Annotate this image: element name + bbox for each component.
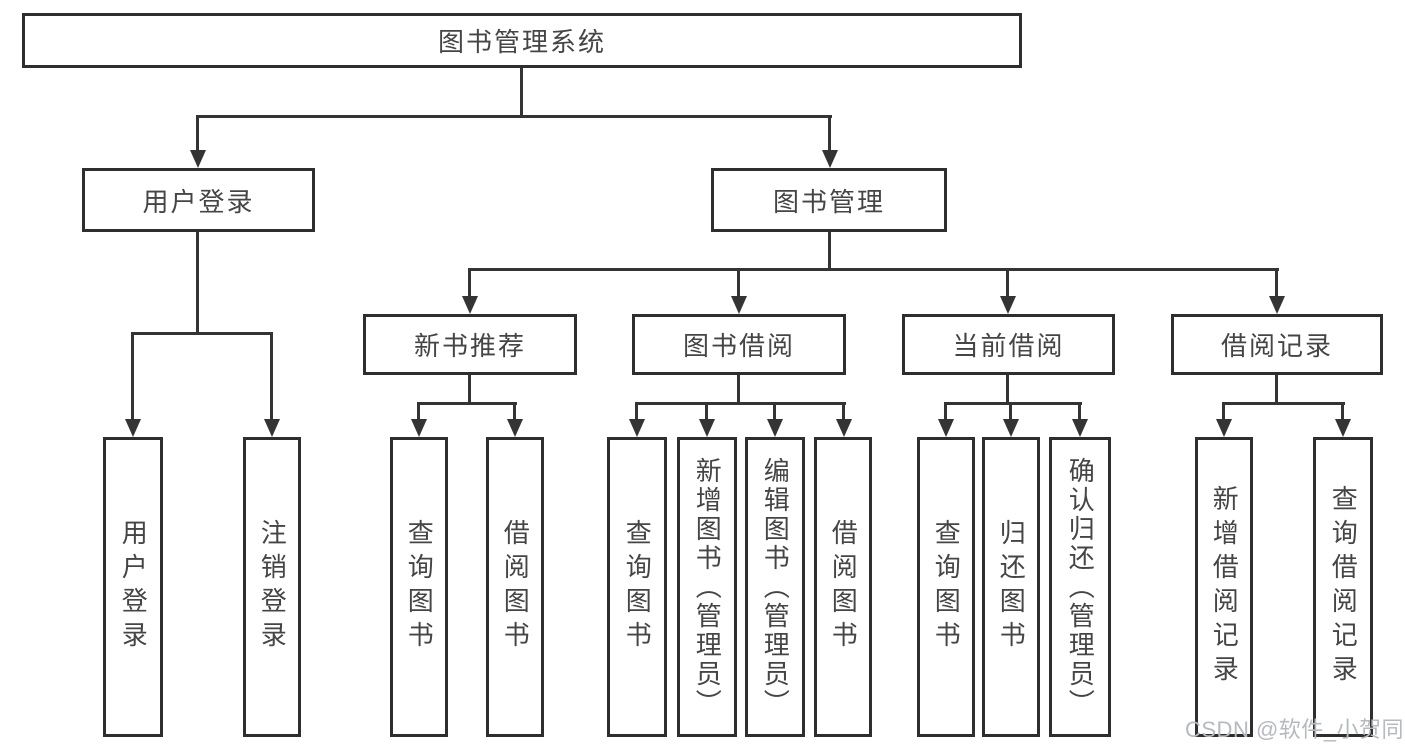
arrowhead-to-confirm-return	[1072, 419, 1088, 437]
leaf-return-book: 归还图书	[982, 437, 1040, 737]
leaf-edit-book-admin: 编辑图书（管理员）	[745, 437, 805, 737]
leaf-add-book-admin: 新增图书（管理员）	[677, 437, 737, 737]
node-library-management-system-label: 图书管理系统	[437, 27, 606, 57]
leaf-query-books-1: 查询图书	[390, 437, 448, 737]
node-new-book-recommend: 新书推荐	[363, 314, 577, 375]
leaf-query-books-1-label: 查询图书	[404, 519, 435, 655]
arrowhead-to-book-management	[822, 150, 838, 168]
node-borrow-records-label: 借阅记录	[1220, 331, 1333, 361]
leaf-borrow-books-2: 借阅图书	[814, 437, 872, 737]
connector-book-management-stem	[828, 232, 831, 270]
arrowhead-to-edit-book	[767, 419, 783, 437]
connector-stub-logout-leaf	[270, 332, 273, 419]
leaf-confirm-return-admin-label: 确认归还（管理员）	[1065, 456, 1096, 718]
leaf-user-login: 用户登录	[103, 437, 163, 737]
connector-stub-user-login-leaf	[131, 332, 134, 419]
arrowhead-to-query-books-3	[938, 419, 954, 437]
connector-stub-book-management	[828, 115, 831, 150]
node-borrow-records: 借阅记录	[1171, 314, 1383, 375]
connector-stub-current-borrow	[1006, 268, 1009, 296]
connector-borrow-records-stem	[1275, 375, 1278, 405]
leaf-query-books-2: 查询图书	[607, 437, 667, 737]
node-current-borrow-label: 当前借阅	[952, 331, 1065, 361]
leaf-add-borrow-record: 新增借阅记录	[1195, 437, 1253, 737]
arrowhead-to-add-book	[699, 419, 715, 437]
connector-new-book-recommend-rail	[417, 402, 517, 405]
connector-current-borrow-stem	[1006, 375, 1009, 405]
arrowhead-to-current-borrow	[1000, 296, 1016, 314]
node-new-book-recommend-label: 新书推荐	[413, 331, 526, 361]
leaf-add-borrow-record-label: 新增借阅记录	[1209, 485, 1240, 689]
node-book-borrow-label: 图书借阅	[682, 331, 795, 361]
leaf-logout-label: 注销登录	[257, 519, 288, 655]
leaf-confirm-return-admin: 确认归还（管理员）	[1049, 437, 1111, 737]
leaf-edit-book-admin-label: 编辑图书（管理员）	[760, 456, 791, 718]
arrowhead-to-query-books-2	[629, 419, 645, 437]
connector-borrow-records-rail	[1222, 402, 1345, 405]
arrowhead-to-book-borrow	[731, 296, 747, 314]
node-book-borrow: 图书借阅	[632, 314, 846, 375]
arrowhead-to-query-books-1	[411, 419, 427, 437]
connector-stub-query-books-2	[635, 402, 638, 419]
node-user-login-label: 用户登录	[142, 186, 255, 217]
connector-current-borrow-rail	[944, 402, 1082, 405]
node-library-management-system: 图书管理系统	[22, 13, 1022, 68]
connector-book-borrow-stem	[737, 375, 740, 405]
connector-stub-confirm-return	[1078, 402, 1081, 419]
arrowhead-to-query-borrow-record	[1335, 419, 1351, 437]
connector-user-login-rail	[131, 332, 273, 335]
connector-stub-add-borrow-record	[1222, 402, 1225, 419]
leaf-return-book-label: 归还图书	[996, 519, 1027, 655]
arrowhead-to-borrow-books-2	[836, 419, 852, 437]
connector-stub-query-books-3	[944, 402, 947, 419]
connector-stub-query-books-1	[417, 402, 420, 419]
connector-stub-return-book	[1009, 402, 1012, 419]
connector-stub-book-borrow	[737, 268, 740, 296]
arrowhead-to-user-login	[190, 150, 206, 168]
connector-stub-new-book-recommend	[468, 268, 471, 296]
connector-stub-borrow-books-2	[842, 402, 845, 419]
connector-stub-borrow-books-1	[513, 402, 516, 419]
leaf-query-books-3: 查询图书	[917, 437, 975, 737]
connector-stub-add-book	[705, 402, 708, 419]
leaf-query-borrow-record: 查询借阅记录	[1313, 437, 1373, 737]
leaf-add-book-admin-label: 新增图书（管理员）	[692, 456, 723, 718]
connector-stub-user-login	[196, 115, 199, 150]
connector-user-login-stem	[196, 232, 199, 333]
connector-level2-rail	[196, 115, 832, 118]
connector-stub-query-borrow-record	[1341, 402, 1344, 419]
leaf-borrow-books-1-label: 借阅图书	[500, 519, 531, 655]
csdn-watermark: CSDN @软件_小贺同学	[1185, 717, 1405, 742]
connector-root-stem	[520, 68, 523, 118]
arrowhead-to-logout-leaf	[264, 419, 280, 437]
leaf-query-books-2-label: 查询图书	[622, 519, 653, 655]
leaf-query-borrow-record-label: 查询借阅记录	[1328, 485, 1359, 689]
node-book-management-label: 图书管理	[772, 186, 885, 217]
node-book-management: 图书管理	[711, 168, 947, 232]
arrowhead-to-borrow-records	[1269, 296, 1285, 314]
connector-level3-rail	[468, 268, 1279, 271]
leaf-logout: 注销登录	[243, 437, 301, 737]
connector-stub-edit-book	[773, 402, 776, 419]
leaf-user-login-label: 用户登录	[118, 519, 149, 655]
arrowhead-to-return-book	[1003, 419, 1019, 437]
leaf-query-books-3-label: 查询图书	[931, 519, 962, 655]
arrowhead-to-add-borrow-record	[1216, 419, 1232, 437]
arrowhead-to-borrow-books-1	[507, 419, 523, 437]
connector-book-borrow-rail	[635, 402, 846, 405]
arrowhead-to-new-book-recommend	[462, 296, 478, 314]
arrowhead-to-user-login-leaf	[125, 419, 141, 437]
connector-new-book-recommend-stem	[468, 375, 471, 405]
node-user-login: 用户登录	[82, 168, 315, 232]
connector-stub-borrow-records	[1275, 268, 1278, 296]
leaf-borrow-books-2-label: 借阅图书	[828, 519, 859, 655]
leaf-borrow-books-1: 借阅图书	[486, 437, 544, 737]
node-current-borrow: 当前借阅	[902, 314, 1115, 375]
